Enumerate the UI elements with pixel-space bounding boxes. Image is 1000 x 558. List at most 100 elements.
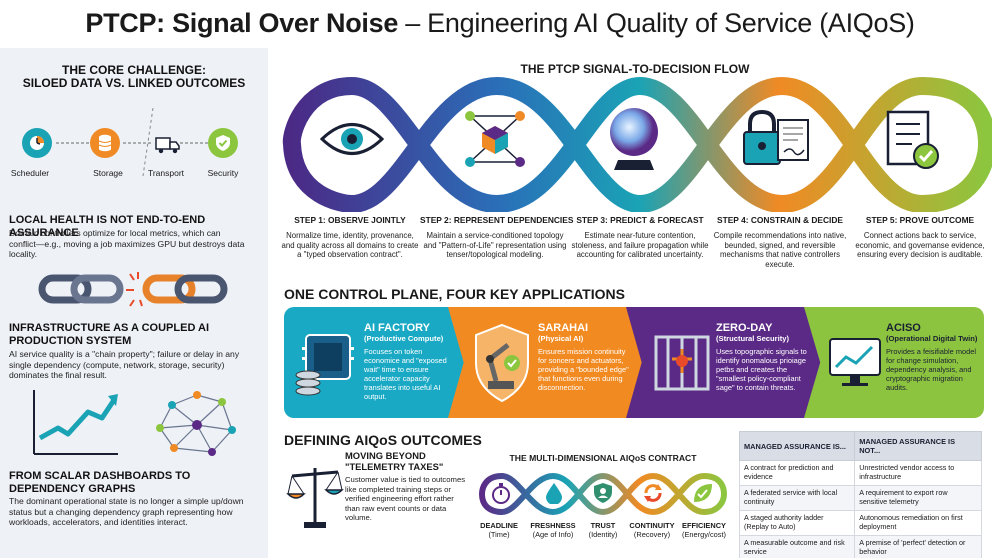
monitor-chart-icon [828, 335, 882, 394]
app-sarahai-body: SARAHAI (Physical AI) Ensures mission co… [538, 322, 630, 392]
app-aciso-body: ACISO (Operational Digital Twin) Provide… [886, 322, 980, 392]
app-card-aciso: ACISO (Operational Digital Twin) Provide… [804, 307, 984, 418]
dependency-graphs-heading: FROM SCALAR DASHBOARDS TO DEPENDENCY GRA… [9, 470, 191, 495]
app-ai-factory-title: AI FACTORY [364, 322, 431, 334]
dimension-trust-name: TRUST [590, 521, 616, 530]
beyond-text: Customer value is tied to outcomes like … [345, 475, 466, 523]
droplet-icon [545, 482, 563, 509]
title-bold: PTCP: Signal Over Noise [85, 8, 399, 38]
lock-document-icon [740, 109, 812, 175]
eye-icon [319, 116, 385, 167]
apps-heading: ONE CONTROL PLANE, FOUR KEY APPLICATIONS [284, 286, 625, 302]
app-zero-day-text: Uses topographic signals to identify ono… [716, 347, 807, 392]
flow-step-4-title: STEP 4: CONSTRAIN & DECIDE [717, 215, 843, 225]
table-row: A federated service with local continuit… [738, 485, 982, 511]
beyond-title-line-2: "TELEMETRY TAXES" [345, 461, 444, 472]
cage-icon [652, 329, 712, 400]
table-cell: Unrestricted vendor access to infrastruc… [854, 460, 982, 486]
flow-step-2: STEP 2: REPRESENT DEPENDENCIES Maintain … [420, 215, 574, 260]
clock-icon [22, 128, 52, 158]
flow-step-5: STEP 5: PROVE OUTCOME Connect actions ba… [850, 215, 990, 260]
coupled-system-text: AI service quality is a "chain property"… [9, 349, 240, 380]
robot-arm-icon [472, 323, 532, 408]
domain-label-storage: Storage [93, 168, 123, 178]
coupled-system-heading: INFRASTRUCTURE AS A COUPLED AI PRODUCTIO… [9, 322, 210, 347]
dimension-continuity-sub: (Recovery) [633, 530, 671, 539]
dimension-efficiency: EFFICIENCY(Energy/cost) [676, 521, 732, 539]
domain-label-security: Security [207, 168, 239, 178]
dependency-graphs-text: The dominant operational state is no lon… [9, 496, 244, 527]
table-cell: A measurable outcome and risk service [738, 535, 856, 558]
trend-up-icon [30, 388, 120, 463]
app-ai-factory-body: AI FACTORY (Productive Compute) Focuses … [364, 322, 459, 401]
network-graph-icon [152, 390, 242, 465]
flow-step-4-text: Compile recommendations into native, beu… [713, 231, 847, 269]
core-challenge-heading: THE CORE CHALLENGE: SILOED DATA VS. LINK… [0, 64, 268, 90]
dimension-deadline-name: DEADLINE [480, 521, 518, 530]
flow-step-5-text: Connect actions back to service, economi… [855, 231, 985, 260]
server-stack-icon [292, 329, 356, 404]
shield-person-icon [593, 482, 613, 509]
flow-step-3-title: STEP 3: PREDICT & FORECAST [576, 215, 704, 225]
flow-step-1-title: STEP 1: OBSERVE JOINTLY [294, 215, 406, 225]
flow-ribbon [282, 76, 997, 217]
flow-step-3: STEP 3: PREDICT & FORECAST Estimate near… [570, 215, 710, 260]
flow-step-2-text: Maintain a service-conditioned topology … [423, 231, 567, 260]
dimension-freshness-sub: (Age of Info) [532, 530, 574, 539]
app-zero-day-body: ZERO-DAY (Structural Security) Uses topo… [716, 322, 808, 392]
contract-heading: THE MULTI-DIMENSIONAL AIQoS CONTRACT [509, 453, 697, 463]
assurance-is-not-header: MANAGED ASSURANCE IS NOT... [854, 431, 982, 461]
flow-heading: THE PTCP SIGNAL-TO-DECISION FLOW [520, 62, 750, 76]
contract-ribbon [478, 470, 728, 523]
beyond-title-line-1: MOVING BEYOND [345, 450, 426, 461]
shield-check-icon [208, 128, 238, 158]
balance-scale-icon [286, 460, 344, 537]
scheduler-domain [22, 128, 52, 158]
flow-step-5-title: STEP 5: PROVE OUTCOME [865, 215, 975, 225]
app-zero-day-subtitle: (Structural Security) [716, 334, 790, 343]
domain-label-transport: Transport [147, 168, 185, 178]
table-cell: Autonomous remediation on first deployme… [854, 510, 982, 536]
app-ai-factory-subtitle: (Productive Compute) [364, 334, 444, 343]
domain-icons-row [8, 108, 260, 188]
app-sarahai-text: Ensures mission continuity for soncers a… [538, 347, 629, 392]
app-ai-factory-text: Focuses on token economice and "exposed … [364, 347, 447, 401]
checklist-icon [884, 108, 942, 177]
dimension-continuity: CONTINUITY(Recovery) [622, 521, 682, 539]
dimension-trust-sub: (Identity) [588, 530, 618, 539]
beyond-telemetry-block: MOVING BEYOND "TELEMETRY TAXES" Customer… [345, 450, 467, 523]
assurance-table-header: MANAGED ASSURANCE IS... MANAGED ASSURANC… [738, 431, 982, 461]
dimension-deadline-sub: (Time) [488, 530, 510, 539]
assurance-is-header: MANAGED ASSURANCE IS... [738, 431, 856, 461]
flow-step-1-text: Normalize time, identity, provenance, an… [281, 231, 419, 260]
transport-domain [153, 130, 183, 160]
dimension-efficiency-name: EFFICIENCY [682, 521, 726, 530]
flow-step-2-title: STEP 2: REPRESENT DEPENDENCIES [420, 215, 574, 225]
outcomes-heading: DEFINING AIQoS OUTCOMES [284, 432, 482, 448]
dimension-freshness: FRESHNESS(Age of Info) [524, 521, 582, 539]
crystal-ball-icon [606, 104, 662, 179]
truck-icon [153, 130, 183, 160]
app-aciso-title: ACISO [886, 322, 921, 334]
storage-domain [90, 128, 120, 158]
title-rest: – Engineering AI Quality of Service (AIQ… [398, 8, 915, 38]
table-cell: A staged authority ladder (Replay to Aut… [738, 510, 856, 536]
assurance-table: MANAGED ASSURANCE IS... MANAGED ASSURANC… [738, 431, 982, 558]
table-row: A staged authority ladder (Replay to Aut… [738, 510, 982, 536]
flow-step-4: STEP 4: CONSTRAIN & DECIDE Compile recom… [710, 215, 850, 269]
local-health-text: Domain controllers optimize for local me… [9, 228, 245, 259]
dimension-deadline: DEADLINE(Time) [474, 521, 524, 539]
app-zero-day-title: ZERO-DAY [716, 322, 773, 334]
leaf-check-icon [692, 482, 714, 509]
table-cell: A federated service with local continuit… [738, 485, 856, 511]
dimension-freshness-name: FRESHNESS [530, 521, 576, 530]
page-title: PTCP: Signal Over Noise – Engineering AI… [0, 8, 1000, 39]
broken-chain-icon [38, 268, 228, 317]
dimension-efficiency-sub: (Energy/cost) [682, 530, 726, 539]
app-aciso-subtitle: (Operational Digital Twin) [886, 334, 978, 343]
domain-label-scheduler: Scheduler [10, 168, 50, 178]
table-cell: A contract for prediction and evidence [738, 460, 856, 486]
app-sarahai-title: SARAHAI [538, 322, 589, 334]
